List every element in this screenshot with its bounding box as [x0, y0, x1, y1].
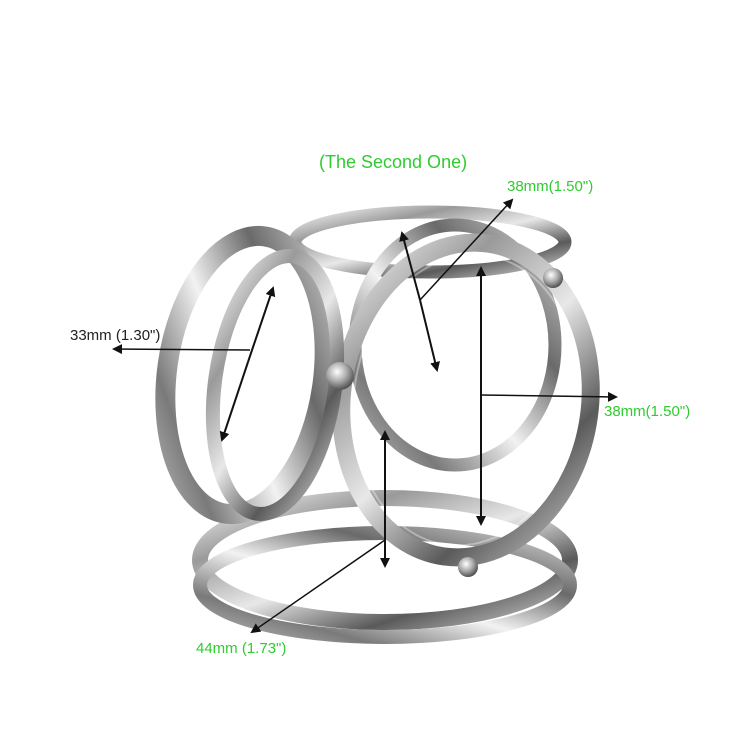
connector-ball-left [326, 362, 354, 390]
small-ring-label: 33mm (1.30") [70, 327, 161, 344]
bottom-ring-label: 44mm (1.73") [196, 640, 287, 657]
small-left-ring [155, 225, 345, 525]
connector-ball-bottom [458, 557, 478, 577]
dimension-arrows [112, 198, 618, 634]
image-title: (The Second One) [319, 152, 468, 172]
connector-ball-right [543, 268, 563, 288]
right-diameter-label: 38mm(1.50") [604, 403, 691, 420]
top-diameter-label: 38mm(1.50") [507, 178, 594, 195]
